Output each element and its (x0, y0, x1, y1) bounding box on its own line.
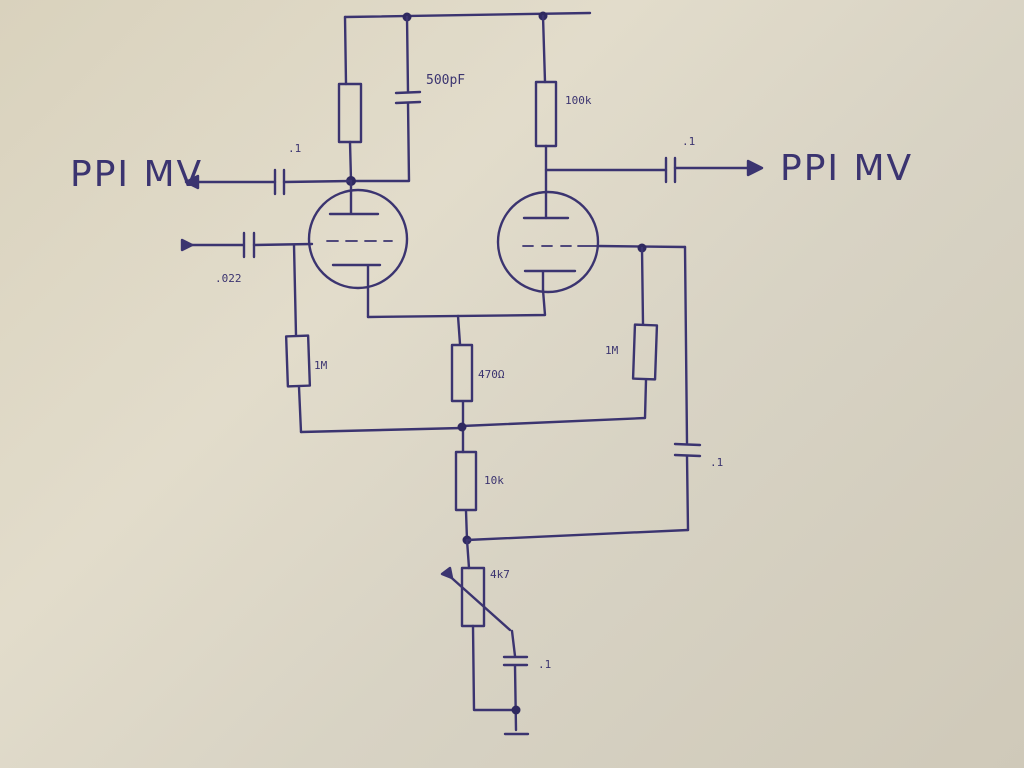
right-output-arrow (746, 159, 764, 177)
left-output-capacitor (273, 168, 286, 196)
left-grid-resistor (284, 334, 312, 388)
potentiometer-wiper (443, 570, 512, 632)
b-plus-rail (343, 11, 592, 19)
right-grid-resistor (631, 323, 659, 381)
cathode-bus (366, 288, 547, 319)
wire (252, 242, 314, 247)
label-right-output-cap: .1 (682, 135, 695, 148)
wire (460, 378, 648, 428)
label-right-grid-cap: .1 (710, 456, 723, 469)
wire (683, 245, 689, 445)
bypass-capacitor (394, 90, 422, 105)
input-capacitor (242, 231, 256, 259)
label-right-plate-res: 100k (565, 94, 592, 107)
input-arrow (180, 238, 194, 252)
right-tube-cathode (523, 269, 577, 292)
label-tail-res: 10k (484, 474, 504, 487)
wire (456, 314, 462, 346)
wire (465, 528, 690, 542)
left-plate-resistor (337, 82, 363, 144)
junction-dot (457, 422, 467, 432)
wire (465, 538, 471, 570)
right-plate-resistor (534, 80, 558, 148)
right-triode-tube (496, 190, 600, 294)
right-grid-capacitor (673, 442, 702, 458)
tail-resistor (454, 450, 478, 512)
wire (513, 664, 518, 732)
wire (292, 243, 298, 337)
wire (299, 426, 464, 434)
cathode-resistor (450, 343, 474, 403)
label-pot-cap: .1 (538, 658, 551, 671)
left-triode-tube (307, 188, 409, 290)
label-left-output: PPI MV (70, 154, 203, 195)
wire (297, 385, 303, 434)
wire (541, 14, 547, 84)
junction-dot (511, 705, 521, 715)
left-output-arrow (184, 174, 200, 190)
wire (471, 624, 518, 712)
wire (348, 140, 353, 182)
left-tube-cathode (331, 263, 382, 319)
label-right-output: PPI MV (780, 148, 913, 189)
label-left-grid-res: 1M (314, 359, 328, 372)
right-output-capacitor (664, 156, 677, 184)
pot-capacitor (502, 655, 529, 667)
wire (640, 246, 645, 326)
label-left-output-cap: .1 (288, 142, 301, 155)
wire (685, 454, 690, 532)
label-cathode-res: 470Ω (478, 368, 505, 381)
wire (464, 509, 469, 542)
label-right-grid-res: 1M (605, 344, 619, 357)
label-input-cap: .022 (215, 272, 242, 285)
potentiometer-arrow (440, 566, 454, 580)
wire (282, 179, 353, 184)
wire (349, 101, 411, 183)
wire (405, 15, 410, 94)
label-pot: 4k7 (490, 568, 510, 581)
wire (343, 15, 348, 86)
wire (510, 629, 517, 658)
label-bypass-cap: 500pF (426, 73, 465, 88)
